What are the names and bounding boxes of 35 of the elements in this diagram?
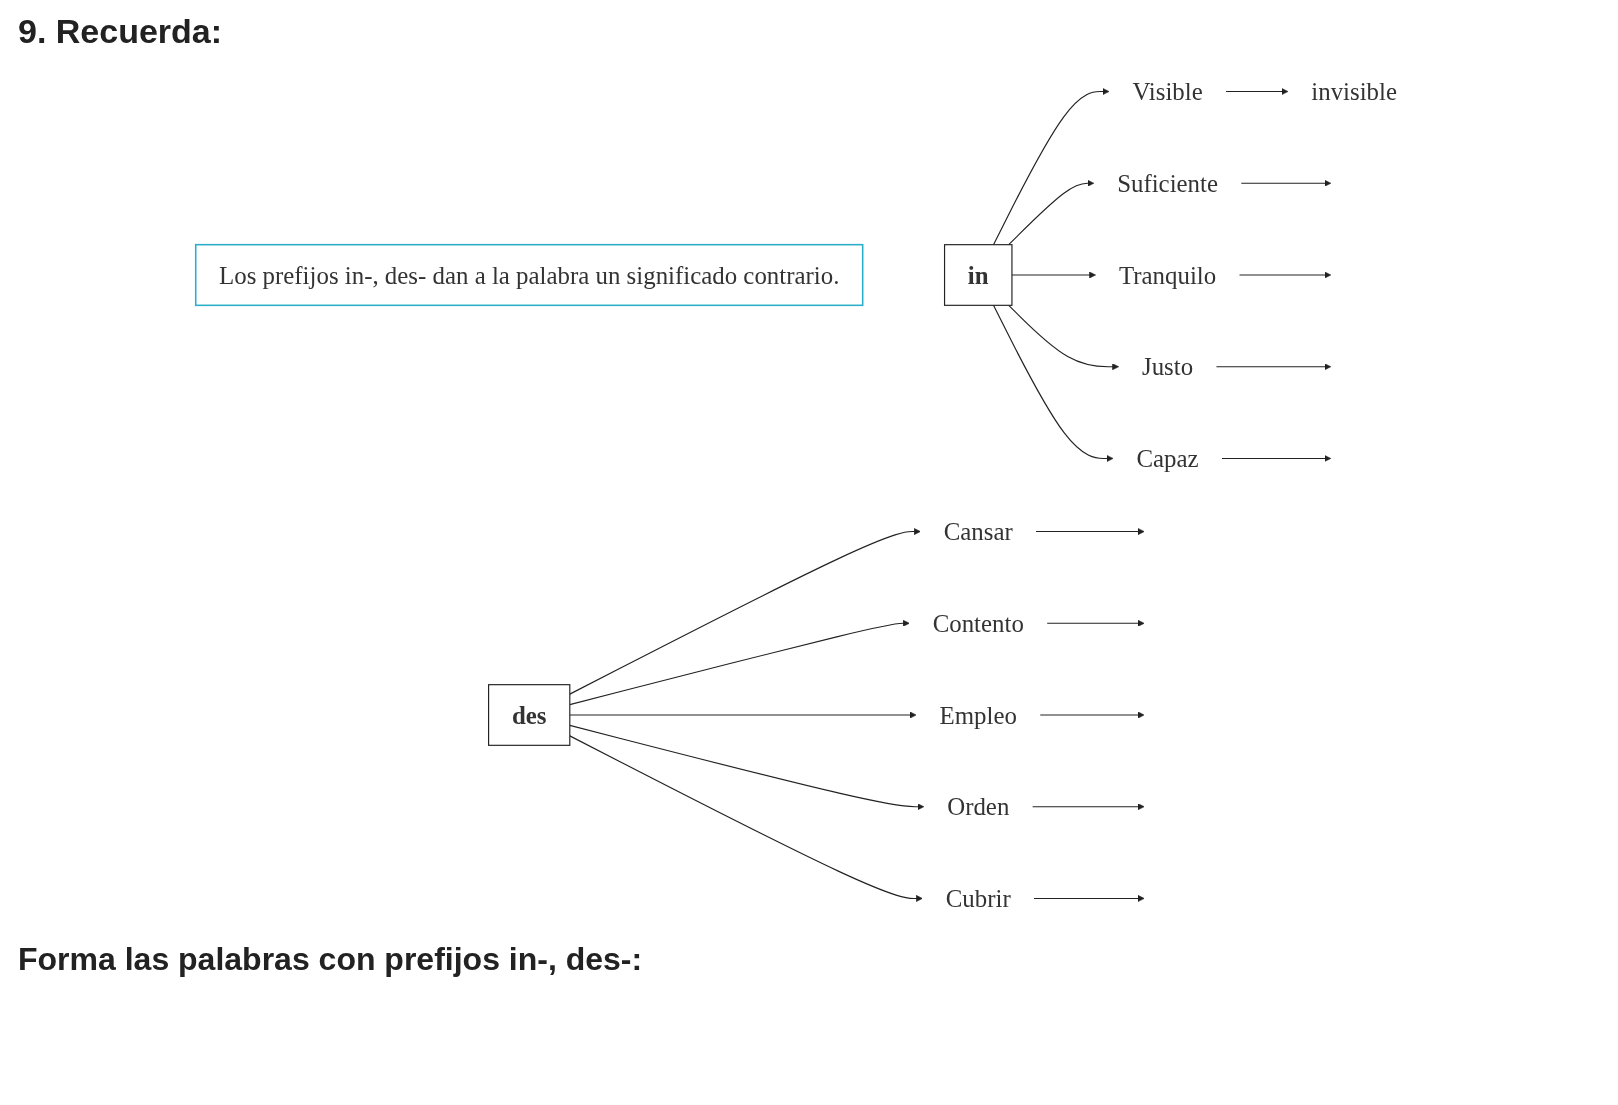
arrow bbox=[569, 619, 910, 706]
arrow bbox=[1008, 179, 1095, 246]
arrow bbox=[1225, 88, 1289, 95]
word-text: Cansar bbox=[943, 517, 1013, 546]
arrow bbox=[1046, 619, 1145, 627]
arrow bbox=[1035, 528, 1145, 535]
arrow bbox=[1033, 895, 1145, 902]
arrow bbox=[569, 724, 925, 811]
instruction-text: Forma las palabras con prefijos in-, des-: bbox=[18, 941, 644, 978]
arrow bbox=[1011, 271, 1096, 279]
word-text: Visible bbox=[1132, 77, 1203, 106]
heading: 9. Recuerda: bbox=[18, 12, 224, 51]
arrow bbox=[569, 735, 923, 902]
word-text: Orden bbox=[947, 792, 1010, 821]
arrow bbox=[1039, 711, 1145, 719]
word-text: Capaz bbox=[1136, 444, 1199, 473]
word-text: Contento bbox=[932, 609, 1024, 638]
arrow bbox=[1032, 803, 1145, 811]
prefix-box: in bbox=[943, 244, 1013, 306]
arrow bbox=[992, 304, 1114, 462]
word-text: Suficiente bbox=[1117, 169, 1218, 198]
arrow bbox=[992, 88, 1110, 246]
word-text: invisible bbox=[1311, 77, 1397, 106]
arrow bbox=[569, 711, 917, 719]
word-text: Justo bbox=[1142, 352, 1194, 381]
word-text: Tranquilo bbox=[1118, 261, 1217, 289]
prefix-box: des bbox=[488, 684, 571, 746]
arrow bbox=[1221, 455, 1332, 462]
arrow bbox=[1238, 271, 1332, 279]
arrow bbox=[569, 528, 921, 695]
arrow bbox=[1215, 363, 1332, 371]
arrow bbox=[1240, 179, 1332, 187]
word-text: Empleo bbox=[939, 701, 1017, 729]
arrow bbox=[1008, 304, 1119, 371]
word-text: Cubrir bbox=[945, 884, 1011, 913]
